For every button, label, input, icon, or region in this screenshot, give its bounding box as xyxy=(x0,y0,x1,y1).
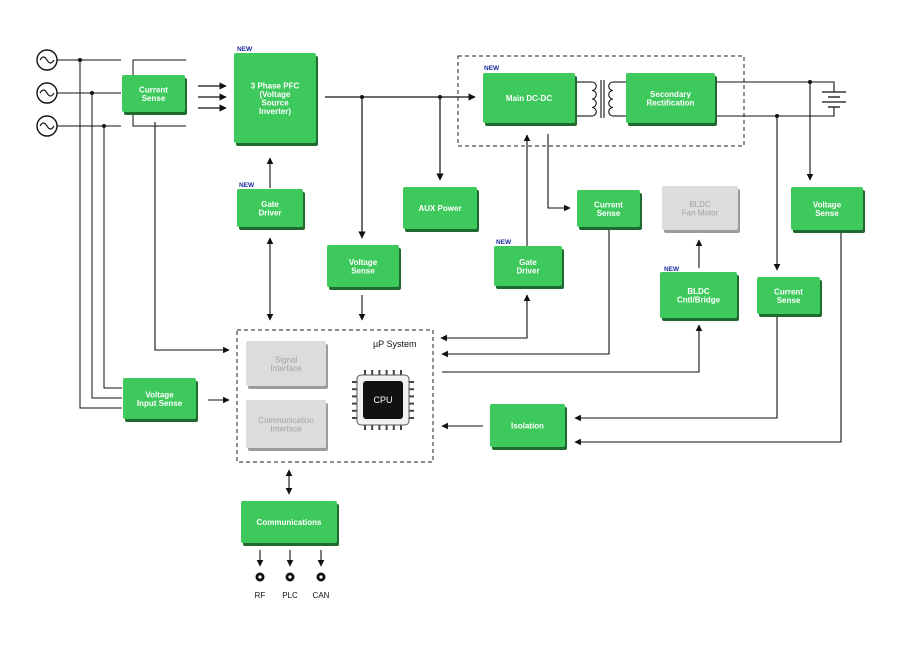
port-label-plc: PLC xyxy=(282,591,298,600)
connector-icon xyxy=(255,572,265,582)
bldc-fan-label: Fan Motor xyxy=(682,208,719,217)
current-sense-in-label: Sense xyxy=(142,94,166,103)
current-sense-mid-label: Current xyxy=(594,200,623,209)
bldc-ctrl-label: Cntl/Bridge xyxy=(677,295,721,304)
new-tag: NEW xyxy=(237,46,253,53)
aux-power-label: AUX Power xyxy=(418,204,461,213)
current-sense-in-label: Current xyxy=(139,85,168,94)
signal-interface-label: Interface xyxy=(270,364,302,373)
main-dcdc-block: Main DC-DC xyxy=(483,73,577,126)
voltage-input-sense-label: Voltage xyxy=(145,390,174,399)
new-tag: NEW xyxy=(664,266,680,273)
voltage-input-sense-label: Input Sense xyxy=(137,399,183,408)
cpu-label: CPU xyxy=(373,395,392,405)
bldc-ctrl-label: BLDC xyxy=(687,287,709,296)
secondary-rect-label: Rectification xyxy=(646,98,694,107)
junction-dots xyxy=(78,58,812,128)
power-bus xyxy=(325,93,476,239)
gate-driver-1-label: Gate xyxy=(261,200,279,209)
gate-driver-2-label: Gate xyxy=(519,258,537,267)
gate-driver-2-label: Driver xyxy=(516,266,539,275)
ac-source-icon xyxy=(36,49,58,71)
new-tags: NEW NEW NEW NEW NEW xyxy=(237,46,680,273)
bldc-fan-label: BLDC xyxy=(689,200,711,209)
voltage-sense-mid-label: Voltage xyxy=(349,258,378,267)
current-sense-mid-label: Sense xyxy=(597,209,621,218)
isolation-label: Isolation xyxy=(511,422,544,431)
battery-icon xyxy=(822,91,846,108)
ac-source-icon xyxy=(36,115,58,137)
cpu-chip-icon: CPU xyxy=(352,370,414,430)
communications-label: Communications xyxy=(257,518,322,527)
input-wiring xyxy=(57,59,186,409)
control-arrows xyxy=(154,122,842,567)
current-sense-out-label: Sense xyxy=(777,296,801,305)
connector-icon xyxy=(316,572,326,582)
new-tag: NEW xyxy=(496,239,512,246)
current-sense-out-label: Current xyxy=(774,287,803,296)
up-system-frame xyxy=(236,329,434,463)
comm-interface-label: Communication xyxy=(258,416,314,425)
gate-driver-1-label: Driver xyxy=(258,208,281,217)
connector-icon xyxy=(285,572,295,582)
ac-source-icon xyxy=(36,82,58,104)
up-system-label: µP System xyxy=(373,339,417,349)
pfc-label: Source xyxy=(261,98,289,107)
voltage-sense-mid-label: Sense xyxy=(351,266,375,275)
voltage-sense-out-label: Voltage xyxy=(813,200,842,209)
main-dcdc-label: Main DC-DC xyxy=(506,94,552,103)
aux-power-block: AUX Power xyxy=(403,187,479,232)
output-wiring xyxy=(716,81,835,271)
pfc-label: 3 Phase PFC xyxy=(251,81,300,90)
comm-interface-label: Interface xyxy=(270,424,302,433)
dcdc-group-frame xyxy=(457,55,745,147)
communications-block: Communications xyxy=(241,501,339,546)
signal-interface-label: Signal xyxy=(275,355,297,364)
pfc-label: (Voltage xyxy=(260,90,292,99)
transformer-icon xyxy=(576,80,626,118)
voltage-sense-out-label: Sense xyxy=(815,209,839,218)
new-tag: NEW xyxy=(239,182,255,189)
secondary-rect-label: Secondary xyxy=(650,90,691,99)
port-label-rf: RF xyxy=(255,591,266,600)
new-tag: NEW xyxy=(484,65,500,72)
pfc-label: Inverter) xyxy=(259,107,291,116)
connector-ports: RF PLC CAN xyxy=(255,572,330,600)
isolation-block: Isolation xyxy=(490,404,567,450)
port-label-can: CAN xyxy=(313,591,330,600)
pfc-input-arrows xyxy=(198,82,227,112)
